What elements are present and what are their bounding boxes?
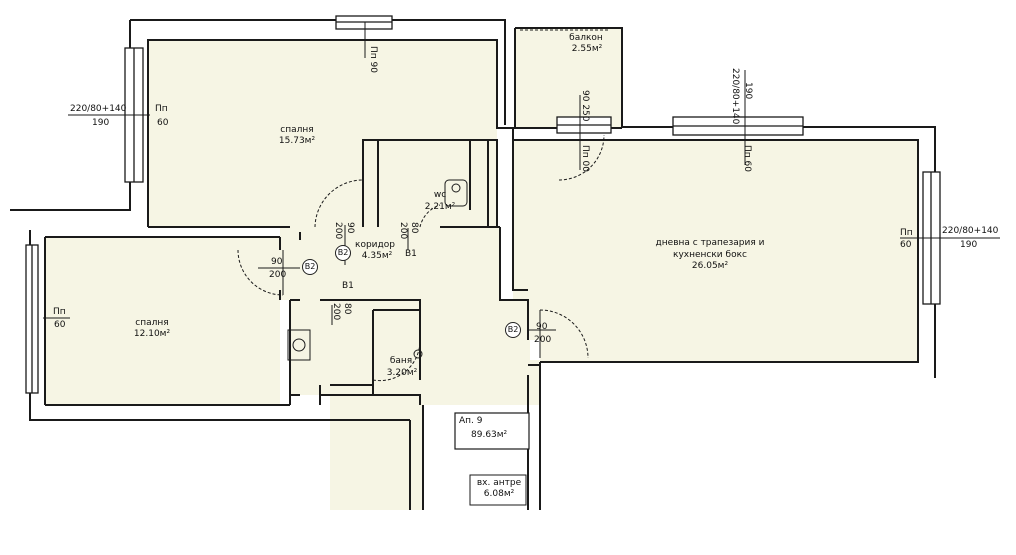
bedroom-1-wall <box>147 39 513 227</box>
wc-fill <box>378 140 497 227</box>
window-left-top-sill-label: Пп <box>155 104 168 114</box>
door-living-tag: B2 <box>505 322 521 338</box>
door-wc-swing <box>419 204 441 228</box>
living-name-line1: дневна с трапезария и <box>655 238 765 248</box>
door-bed2-width: 90 <box>271 257 283 267</box>
door-living-swing <box>539 309 589 359</box>
living-fill <box>513 140 918 362</box>
door-bed1-height: 200 <box>333 222 343 240</box>
door-bedroom1-swing <box>314 179 364 228</box>
entrance-name: вх. антре <box>476 478 522 488</box>
door-bedroom2-swing <box>237 249 284 296</box>
wc-toilet <box>444 179 468 207</box>
door-bath-width: 80 <box>342 303 352 315</box>
window-living-top-sill: Пп 60 <box>742 145 752 172</box>
corridor-marker-b1-lower: B1 <box>342 281 354 291</box>
apartment-label-box <box>454 412 530 450</box>
living-name-line2: кухненски бокс <box>673 250 747 260</box>
door-wc-height: 200 <box>398 222 408 240</box>
bedroom-2-name: спалня <box>135 318 169 328</box>
outer-wall-top <box>130 19 506 125</box>
bath-area: 3.20м² <box>386 368 418 378</box>
door-bed2-tag: B2 <box>302 259 318 275</box>
apartment-name: Ап. 9 <box>459 416 483 426</box>
window-left-bottom-sill-label: Пп <box>53 307 66 317</box>
door-corridor-tag: B2 <box>335 245 351 261</box>
window-living-top-height: 190 <box>743 82 753 100</box>
corridor-name: коридор <box>355 240 395 250</box>
window-left-top-size: 220/80+140 <box>70 104 127 114</box>
window-right-size: 220/80+140 <box>942 226 999 236</box>
corridor-area: 4.35м² <box>361 251 393 261</box>
door-balcony-swing <box>558 134 605 181</box>
bath-sink <box>287 329 311 361</box>
corridor-marker-b1: B1 <box>405 249 417 259</box>
living-area: 26.05м² <box>691 261 729 271</box>
balcony-fill <box>515 28 622 127</box>
door-living-height: 200 <box>534 335 552 345</box>
window-left-top-height: 190 <box>92 118 110 128</box>
balcony-door-dims: 90 250 <box>580 90 590 122</box>
bedroom-1-name: спалня <box>280 125 314 135</box>
window-top-bedroom-sill: Пп 90 <box>368 46 378 73</box>
window-left-bottom-sill: 60 <box>54 320 66 330</box>
wc-area: 2.21м² <box>424 202 456 212</box>
living-wall <box>513 139 919 363</box>
bath-drain <box>413 349 423 359</box>
door-bed1-width: 90 <box>345 222 355 234</box>
window-right-sill: 60 <box>900 240 912 250</box>
bedroom-2-area: 12.10м² <box>133 329 171 339</box>
window-left-top-sill: 60 <box>157 118 169 128</box>
bedroom-1-area: 15.73м² <box>278 136 316 146</box>
bath-name: баня <box>389 356 413 366</box>
entrance-area: 6.08м² <box>483 489 515 499</box>
door-wc-width: 80 <box>409 222 419 234</box>
balcony-door-sill: Пп 00 <box>580 145 590 172</box>
apartment-area: 89.63м² <box>471 430 508 440</box>
bath-fill <box>290 300 420 395</box>
window-right-sill-label: Пп <box>900 228 913 238</box>
window-right-height: 190 <box>960 240 978 250</box>
door-living-width: 90 <box>536 322 548 332</box>
door-bed2-height: 200 <box>269 270 287 280</box>
window-living-top-size: 220/80+140 <box>730 68 740 125</box>
balcony-area: 2.55м² <box>571 44 603 54</box>
balcony-name: балкон <box>569 33 603 43</box>
door-bath-height: 200 <box>331 303 341 321</box>
balcony-wall <box>515 27 623 127</box>
door-bath-swing <box>372 339 421 382</box>
bedroom-2-fill <box>45 237 280 405</box>
wc-name: wc <box>433 190 447 200</box>
